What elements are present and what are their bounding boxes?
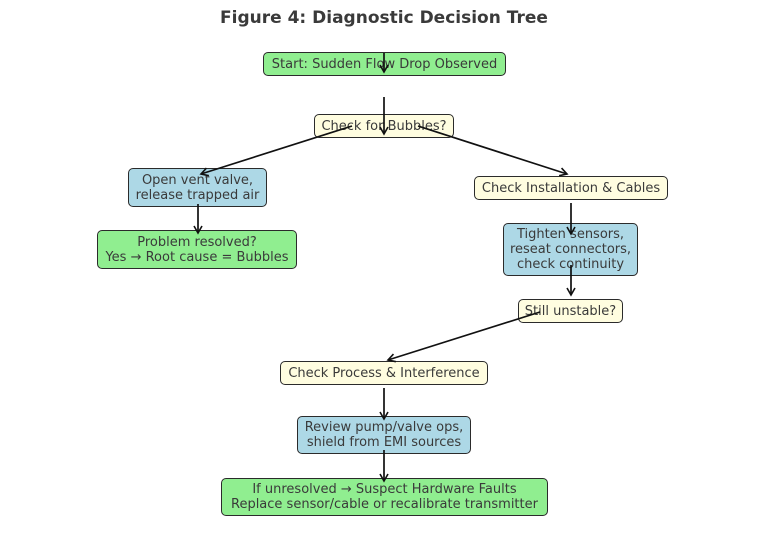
- node-tighten-sensors: Tighten sensors, reseat connectors, chec…: [503, 223, 638, 276]
- node-hardware-faults: If unresolved → Suspect Hardware Faults …: [221, 478, 548, 516]
- node-install-check: Check Installation & Cables: [474, 176, 668, 200]
- node-review-pump: Review pump/valve ops, shield from EMI s…: [297, 416, 471, 454]
- node-start: Start: Sudden Flow Drop Observed: [263, 52, 506, 76]
- figure-title: Figure 4: Diagnostic Decision Tree: [220, 8, 548, 28]
- node-bubbles-check: Check for Bubbles?: [314, 114, 454, 138]
- node-problem-resolved: Problem resolved? Yes → Root cause = Bub…: [97, 230, 297, 269]
- node-still-unstable: Still unstable?: [518, 299, 623, 323]
- node-process-check: Check Process & Interference: [280, 361, 488, 385]
- node-open-vent: Open vent valve, release trapped air: [128, 168, 267, 207]
